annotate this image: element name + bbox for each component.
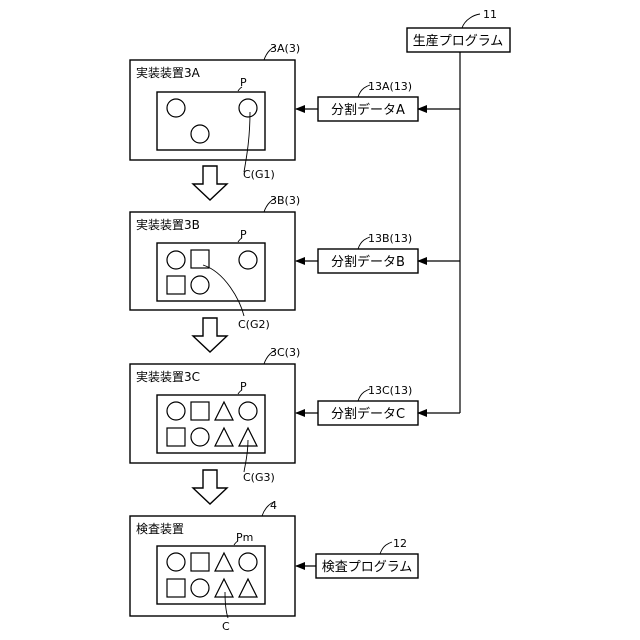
inspection-program-ref: 12 (393, 537, 407, 550)
component-circle (167, 99, 185, 117)
split-data-b-node: 分割データB 13B(13) (296, 232, 460, 273)
split-data-label: 分割データC (331, 406, 405, 422)
device-ref: 3C(3) (270, 346, 300, 359)
mounting-device-3b: 実装装置3B 3B(3) P C(G2) (130, 194, 300, 331)
component-square (167, 428, 185, 446)
split-data-ref: 13C(13) (368, 384, 412, 397)
flow-down-arrow (193, 318, 227, 352)
component-circle (239, 402, 257, 420)
flow-down-arrow (193, 166, 227, 200)
inspection-device: 検査装置 4 Pm C (130, 499, 295, 633)
component-circle (191, 125, 209, 143)
mounting-device-3c: 実装装置3C 3C(3) P C(G3) (130, 346, 300, 484)
split-data-c-node: 分割データC 13C(13) (296, 384, 460, 425)
component-circle (191, 579, 209, 597)
split-data-ref: 13A(13) (368, 80, 412, 93)
component-square (191, 402, 209, 420)
component-circle (167, 251, 185, 269)
production-program-ref: 11 (483, 8, 497, 21)
split-data-ref: 13B(13) (368, 232, 412, 245)
component-circle (167, 402, 185, 420)
component-square (167, 276, 185, 294)
device-ref: 3B(3) (270, 194, 300, 207)
component-circle (239, 553, 257, 571)
production-program-node: 生産プログラム 11 (407, 8, 510, 52)
split-data-label: 分割データA (331, 102, 405, 118)
mounting-device-3a: 実装装置3A 3A(3) P C(G1) (130, 42, 300, 181)
component-square (191, 250, 209, 268)
split-data-a-node: 分割データA 13A(13) (296, 80, 460, 121)
device-title: 実装装置3B (136, 217, 200, 232)
device-ref: 4 (270, 499, 277, 512)
inspection-program-label: 検査プログラム (322, 560, 413, 575)
callout-label: C(G1) (243, 168, 275, 181)
component-circle (191, 428, 209, 446)
callout-label: C(G2) (238, 318, 270, 331)
device-ref: 3A(3) (270, 42, 300, 55)
device-title: 実装装置3A (136, 65, 201, 80)
production-program-label: 生産プログラム (413, 33, 504, 49)
callout-label: C (222, 620, 230, 633)
component-square (167, 579, 185, 597)
component-circle (191, 276, 209, 294)
callout-label: C(G3) (243, 471, 275, 484)
device-title: 実装装置3C (136, 369, 200, 384)
split-data-label: 分割データB (331, 254, 405, 270)
board-label: Pm (236, 531, 253, 544)
component-circle (239, 99, 257, 117)
inspection-program-node: 検査プログラム 12 (296, 537, 418, 578)
flow-down-arrow (193, 470, 227, 504)
component-circle (167, 553, 185, 571)
component-square (191, 553, 209, 571)
device-title: 検査装置 (136, 522, 184, 536)
component-circle (239, 251, 257, 269)
